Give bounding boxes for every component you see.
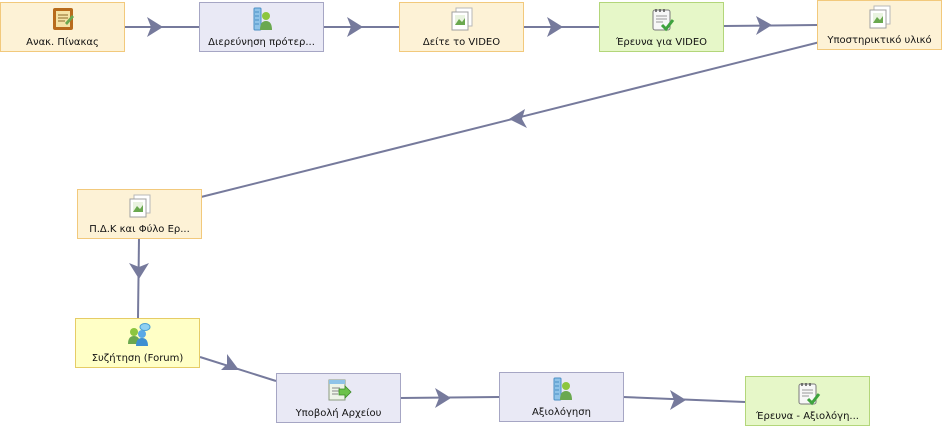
assessment-icon (553, 377, 572, 401)
edge-arrow-n8-n9 (435, 388, 451, 408)
edge-n6-n7 (137, 237, 140, 319)
edge-arrow-n6-n7 (129, 263, 149, 279)
activity-node-watch-video[interactable]: Δείτε το VIDEO (399, 2, 524, 52)
submit-files-icon (328, 379, 352, 401)
edge-arrow-n5-n6 (509, 109, 527, 128)
edge-n9-n10 (622, 396, 746, 403)
edge-arrow-n3-n4 (547, 17, 563, 37)
activity-node-assessment[interactable]: Αξιολόγηση (499, 372, 624, 422)
activity-node-prior-knowledge[interactable]: Διερεύνηση πρότερ... (199, 2, 324, 52)
activity-node-pdk-worksheet[interactable]: Π.Δ.Κ και Φύλο Ερ... (77, 189, 202, 239)
activity-node-file-submission[interactable]: Υποβολή Αρχείου (276, 373, 401, 423)
edge-n5-n6 (200, 36, 841, 198)
activity-node-survey-video[interactable]: Έρευνα για VIDEO (599, 2, 724, 52)
assessment-icon (253, 7, 272, 31)
forum-icon (127, 323, 150, 346)
edge-n4-n5 (723, 24, 818, 27)
edge-arrow-n1-n2 (147, 17, 163, 37)
edge-arrow-n4-n5 (756, 16, 772, 35)
survey-icon (652, 9, 674, 32)
node-label: Συζήτηση (Forum) (91, 353, 184, 364)
resource-icon (451, 7, 472, 31)
noticeboard-icon (52, 8, 74, 30)
node-label: Έρευνα για VIDEO (615, 37, 708, 48)
node-label: Υποβολή Αρχείου (295, 408, 382, 419)
edge-n7-n8 (199, 356, 277, 382)
node-label: Έρευνα - Αξιολόγη... (756, 411, 859, 422)
edge-arrow-n2-n3 (347, 17, 363, 37)
node-label: Π.Δ.Κ και Φύλο Ερ... (89, 224, 190, 235)
node-label: Διερεύνηση πρότερ... (208, 37, 315, 48)
node-label: Ανακ. Πίνακας (26, 37, 99, 48)
activity-node-support-material[interactable]: Υποστηρικτικό υλικό (817, 0, 942, 50)
activity-node-survey-assessment[interactable]: Έρευνα - Αξιολόγη... (745, 376, 870, 426)
edge-arrow-n9-n10 (670, 390, 686, 410)
edge-n8-n9 (399, 396, 500, 399)
node-label: Δείτε το VIDEO (422, 37, 501, 48)
resource-icon (869, 5, 890, 29)
activity-node-notice-board[interactable]: Ανακ. Πίνακας (0, 2, 125, 52)
edge-arrow-n7-n8 (221, 354, 239, 370)
survey-icon (798, 383, 820, 406)
activity-node-forum[interactable]: Συζήτηση (Forum) (75, 318, 200, 368)
node-label: Αξιολόγηση (532, 407, 591, 418)
node-label: Υποστηρικτικό υλικό (827, 35, 932, 46)
resource-icon (129, 194, 150, 218)
